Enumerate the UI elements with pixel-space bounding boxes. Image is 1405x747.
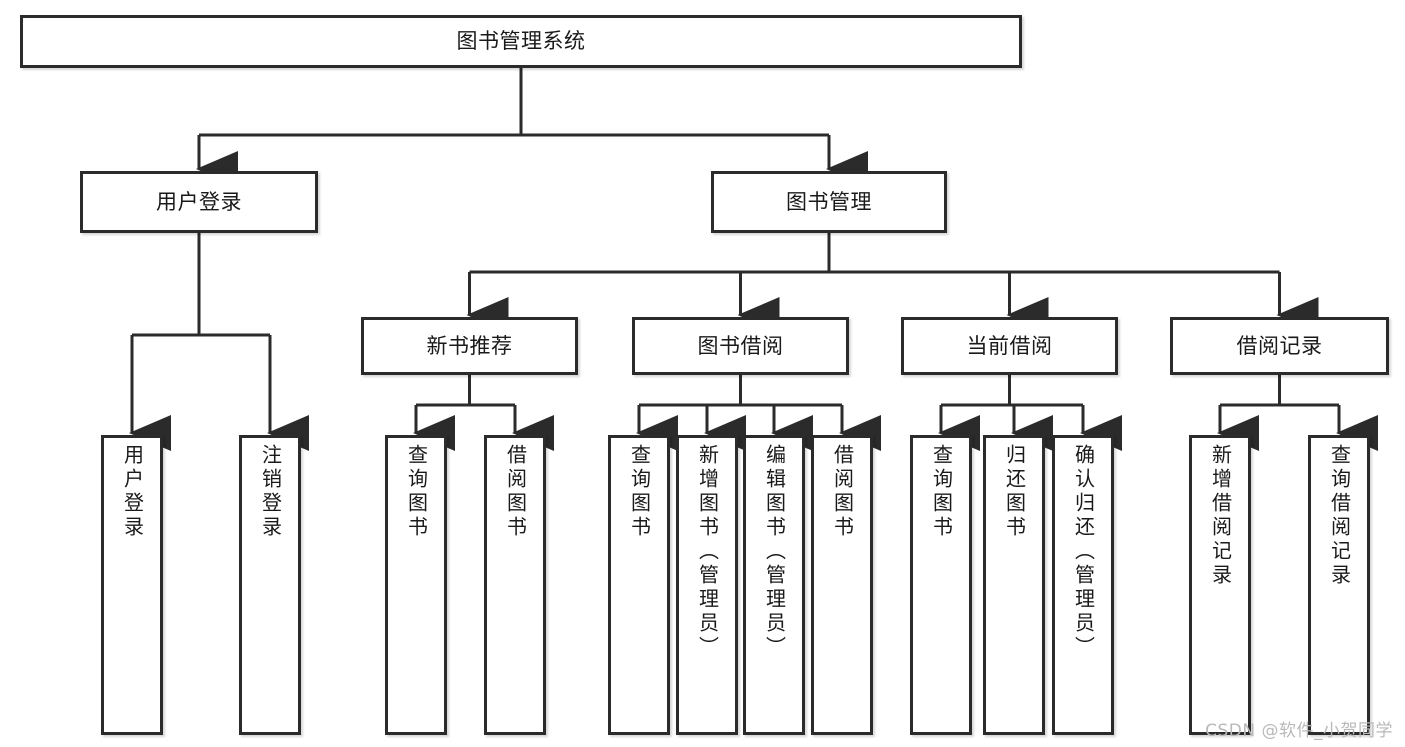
node-leaf-query-record-label: 查询借阅记录 xyxy=(1327,444,1352,588)
node-book-manage[interactable]: 图书管理 xyxy=(711,171,947,233)
node-root[interactable]: 图书管理系统 xyxy=(20,15,1022,68)
node-leaf-user-login-label: 用户登录 xyxy=(120,444,145,540)
node-user-login[interactable]: 用户登录 xyxy=(80,171,318,233)
node-leaf-logout[interactable]: 注销登录 xyxy=(239,435,301,735)
node-borrow-record[interactable]: 借阅记录 xyxy=(1170,317,1389,375)
csdn-watermark: CSDN @软件_小贺同学 xyxy=(1205,721,1393,741)
node-leaf-borrow-book-2-label: 借阅图书 xyxy=(830,444,855,540)
node-book-borrow-label: 图书借阅 xyxy=(697,333,784,358)
node-leaf-borrow-book-1[interactable]: 借阅图书 xyxy=(484,435,546,735)
node-book-borrow[interactable]: 图书借阅 xyxy=(632,317,849,375)
node-leaf-user-login[interactable]: 用户登录 xyxy=(101,435,163,735)
node-leaf-confirm-return-label: 确认归还（管理员） xyxy=(1071,444,1096,660)
node-leaf-return-book-label: 归还图书 xyxy=(1002,444,1027,540)
node-leaf-edit-book[interactable]: 编辑图书（管理员） xyxy=(743,435,805,735)
node-leaf-query-book-1[interactable]: 查询图书 xyxy=(385,435,447,735)
node-leaf-borrow-book-2[interactable]: 借阅图书 xyxy=(811,435,873,735)
node-new-book-rec[interactable]: 新书推荐 xyxy=(361,317,578,375)
node-leaf-borrow-book-1-label: 借阅图书 xyxy=(503,444,528,540)
node-root-label: 图书管理系统 xyxy=(456,29,586,54)
node-book-manage-label: 图书管理 xyxy=(786,189,872,214)
node-leaf-query-book-2[interactable]: 查询图书 xyxy=(608,435,670,735)
node-leaf-query-book-3[interactable]: 查询图书 xyxy=(910,435,972,735)
node-leaf-add-record[interactable]: 新增借阅记录 xyxy=(1189,435,1251,735)
node-leaf-query-record[interactable]: 查询借阅记录 xyxy=(1308,435,1370,735)
node-current-borrow[interactable]: 当前借阅 xyxy=(901,317,1118,375)
node-leaf-add-book-label: 新增图书（管理员） xyxy=(695,444,720,660)
node-leaf-query-book-2-label: 查询图书 xyxy=(627,444,652,540)
node-leaf-return-book[interactable]: 归还图书 xyxy=(983,435,1045,735)
node-new-book-rec-label: 新书推荐 xyxy=(426,333,513,358)
node-leaf-logout-label: 注销登录 xyxy=(258,444,283,540)
node-leaf-confirm-return[interactable]: 确认归还（管理员） xyxy=(1052,435,1114,735)
node-leaf-query-book-3-label: 查询图书 xyxy=(929,444,954,540)
node-leaf-add-record-label: 新增借阅记录 xyxy=(1208,444,1233,588)
node-borrow-record-label: 借阅记录 xyxy=(1236,333,1323,358)
node-leaf-add-book[interactable]: 新增图书（管理员） xyxy=(676,435,738,735)
node-leaf-query-book-1-label: 查询图书 xyxy=(404,444,429,540)
node-current-borrow-label: 当前借阅 xyxy=(966,333,1053,358)
node-user-login-label: 用户登录 xyxy=(156,189,242,214)
node-leaf-edit-book-label: 编辑图书（管理员） xyxy=(762,444,787,660)
